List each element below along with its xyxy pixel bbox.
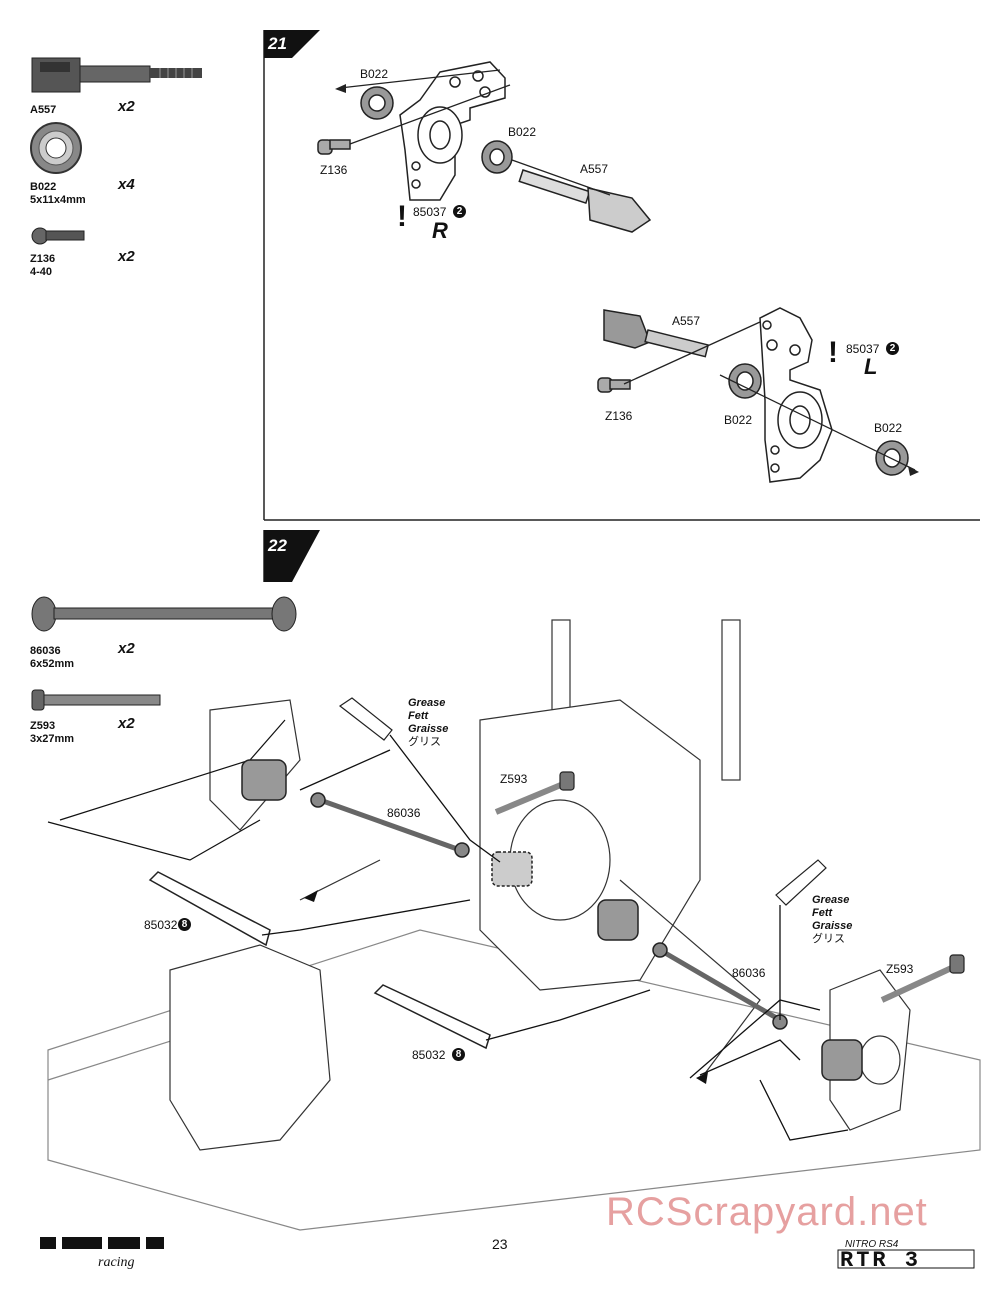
part-code-86036: 86036 <box>30 645 61 657</box>
ref-85037-left: 85037 <box>846 342 880 356</box>
step-22-badge-shape <box>264 530 320 582</box>
label-left-b022-b: B022 <box>874 421 903 435</box>
label-86036-right: 86036 <box>732 966 766 980</box>
ref-85037-left-num: 2 <box>886 342 899 355</box>
z136-part-icon <box>31 227 85 245</box>
grease-label-en: Grease <box>408 697 446 709</box>
page-number: 23 <box>492 1236 508 1252</box>
label-86036-top: 86036 <box>387 806 421 820</box>
watermark-text: RCScrapyard.net <box>606 1190 928 1234</box>
grease-label-right: Grease Fett Graisse グリス <box>812 894 852 946</box>
grease-label-jp: グリス <box>408 736 441 748</box>
part-qty-z593: x2 <box>118 715 135 732</box>
label-85032-a: 85032 <box>144 918 178 932</box>
part-code-a557: A557 <box>30 104 57 116</box>
grease-label-fr: Graisse <box>408 723 449 735</box>
label-a557: A557 <box>580 162 609 176</box>
b022-part-icon <box>30 122 82 174</box>
label-85032-b: 85032 <box>412 1048 446 1062</box>
side-left-marker: L <box>864 354 878 379</box>
side-right-marker: R <box>432 218 448 243</box>
part-spec-z593: 3x27mm <box>30 733 75 745</box>
label-z136: Z136 <box>320 163 348 177</box>
attention-icon: ! <box>397 200 407 233</box>
ref-85037-right: 85037 <box>413 205 447 219</box>
grease-label-top: Grease Fett Graisse グリス <box>408 697 448 749</box>
grease-label-jp-2: グリス <box>812 933 845 945</box>
label-b022-mid: B022 <box>508 125 537 139</box>
ref-85032-b-num: 8 <box>452 1048 465 1061</box>
attention-icon-left: ! <box>828 336 838 369</box>
part-qty-a557: x2 <box>118 98 135 115</box>
dogbone-part-icon <box>31 596 297 632</box>
ref-85037-right-num: 2 <box>453 205 466 218</box>
step-21-number: 21 <box>268 34 287 53</box>
ref-85032-a-num: 8 <box>178 918 191 931</box>
grease-label-en-2: Grease <box>812 894 850 906</box>
part-qty-b022: x4 <box>118 176 135 193</box>
a557-part-icon <box>31 57 202 93</box>
part-spec-86036: 6x52mm <box>30 658 75 670</box>
grease-label-fr-2: Graisse <box>812 920 853 932</box>
svg-text:NITRO RS4: NITRO RS4 <box>845 1239 899 1250</box>
step-22-number: 22 <box>268 536 287 555</box>
part-code-b022: B022 <box>30 181 57 193</box>
label-b022-top: B022 <box>360 67 389 81</box>
label-left-b022-a: B022 <box>724 413 753 427</box>
grease-label-de: Fett <box>408 710 429 722</box>
part-code-z136: Z136 <box>30 253 56 265</box>
step-21-badge-shape <box>264 30 320 58</box>
label-z593-right: Z593 <box>886 962 914 976</box>
grease-label-de-2: Fett <box>812 907 833 919</box>
label-left-z136: Z136 <box>605 409 633 423</box>
part-code-z593: Z593 <box>30 720 56 732</box>
label-left-a557: A557 <box>672 314 701 328</box>
svg-text:RTR 3: RTR 3 <box>840 1248 921 1273</box>
label-z593-top: Z593 <box>500 772 528 786</box>
z593-part-icon <box>31 689 161 711</box>
part-qty-z136: x2 <box>118 248 135 265</box>
part-spec-z136: 4-40 <box>30 266 53 278</box>
svg-text:racing: racing <box>98 1255 135 1270</box>
part-spec-b022: 5x11x4mm <box>30 194 86 206</box>
part-qty-86036: x2 <box>118 640 135 657</box>
